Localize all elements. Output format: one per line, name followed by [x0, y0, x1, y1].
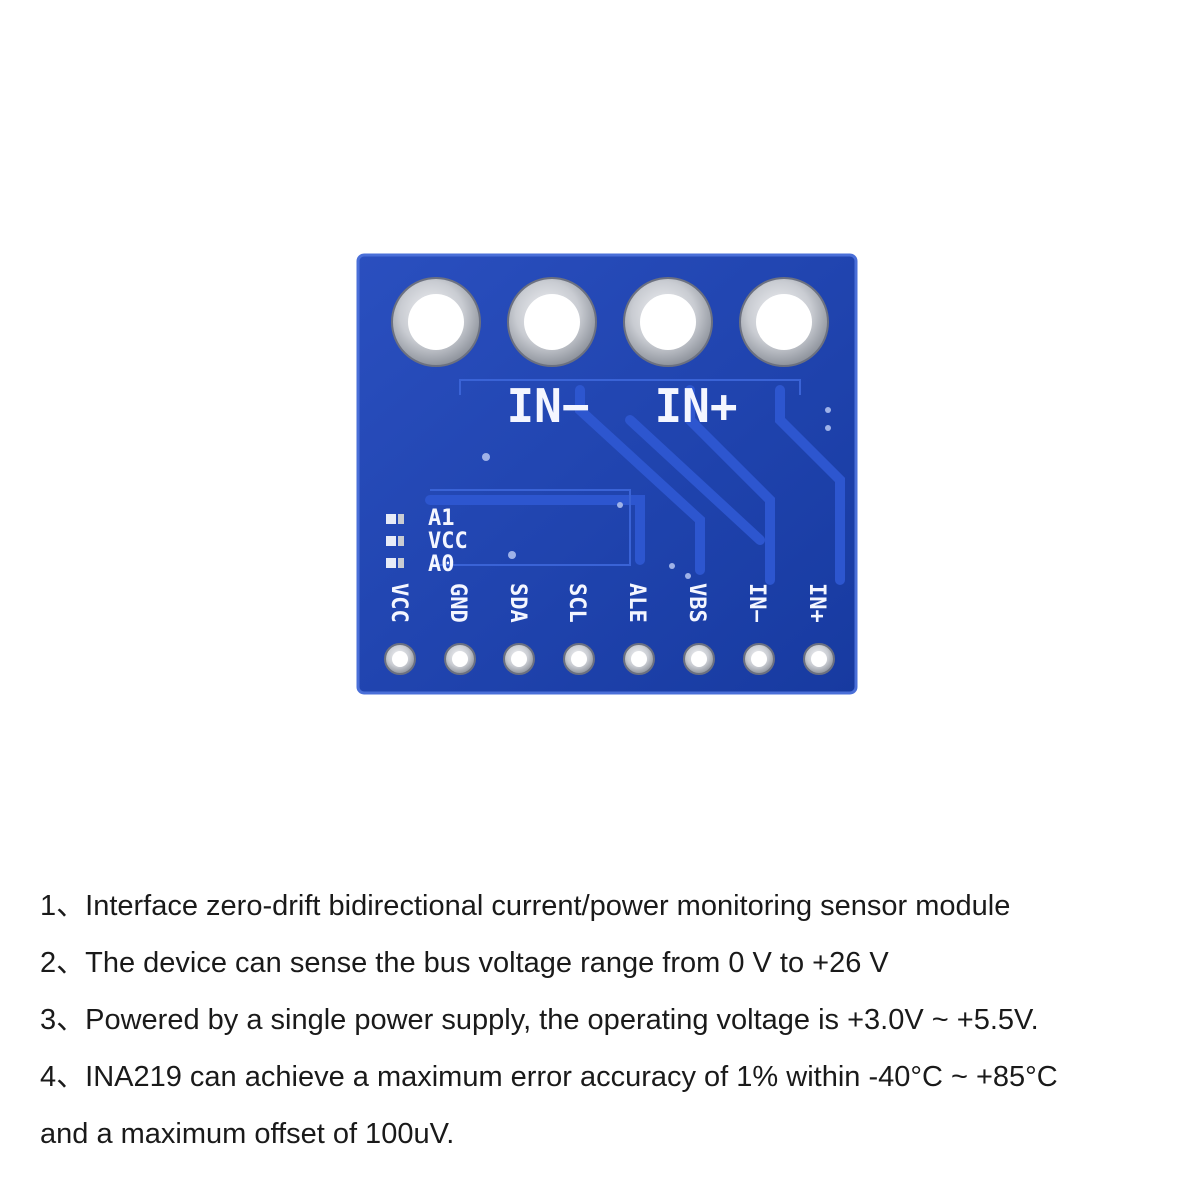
svg-text:ALE: ALE [624, 583, 649, 623]
svg-text:VBS: VBS [684, 583, 709, 623]
svg-text:IN−: IN− [744, 583, 769, 623]
solder-jumpers [386, 514, 404, 568]
spec-item-continuation: and a maximum offset of 100uV. [40, 1106, 1190, 1163]
svg-text:GND: GND [445, 583, 470, 623]
spec-item: 4、INA219 can achieve a maximum error acc… [40, 1049, 1190, 1106]
spec-number: 4、 [40, 1061, 86, 1093]
spec-item: 3、Powered by a single power supply, the … [40, 992, 1190, 1049]
label-jumper-vcc: VCC [428, 529, 468, 554]
pin-labels: VCC GND SDA SCL ALE VBS IN− IN+ [386, 583, 829, 623]
spec-number: 3、 [40, 1004, 86, 1036]
svg-text:VCC: VCC [386, 583, 411, 623]
pcb-board [356, 253, 858, 695]
spec-text: The device can sense the bus voltage ran… [85, 947, 889, 979]
ina219-board-photo: IN− IN+ A1 VCC A0 VCC GND SDA SCL ALE VB… [356, 253, 858, 695]
label-top-in-minus: IN− [506, 379, 589, 433]
header-pads [384, 643, 835, 675]
vias [482, 407, 831, 579]
svg-text:IN+: IN+ [804, 583, 829, 623]
pcb-outline-traces [430, 379, 801, 566]
svg-text:SDA: SDA [505, 583, 530, 623]
pcb-traces [425, 385, 845, 585]
svg-text:SCL: SCL [564, 583, 589, 623]
spec-text: Powered by a single power supply, the op… [85, 1004, 1039, 1036]
spec-number: 2、 [40, 947, 86, 979]
label-jumper-a1: A1 [428, 506, 455, 531]
label-top-in-plus: IN+ [654, 379, 737, 433]
spec-text: INA219 can achieve a maximum error accur… [85, 1061, 1058, 1093]
spec-list: 1、Interface zero-drift bidirectional cur… [40, 878, 1190, 1163]
spec-text: Interface zero-drift bidirectional curre… [85, 890, 1011, 922]
label-jumper-a0: A0 [428, 552, 455, 577]
large-pads [391, 277, 829, 367]
spec-item: 2、The device can sense the bus voltage r… [40, 935, 1190, 992]
spec-item: 1、Interface zero-drift bidirectional cur… [40, 878, 1190, 935]
spec-number: 1、 [40, 890, 86, 922]
spec-text: and a maximum offset of 100uV. [40, 1118, 455, 1150]
